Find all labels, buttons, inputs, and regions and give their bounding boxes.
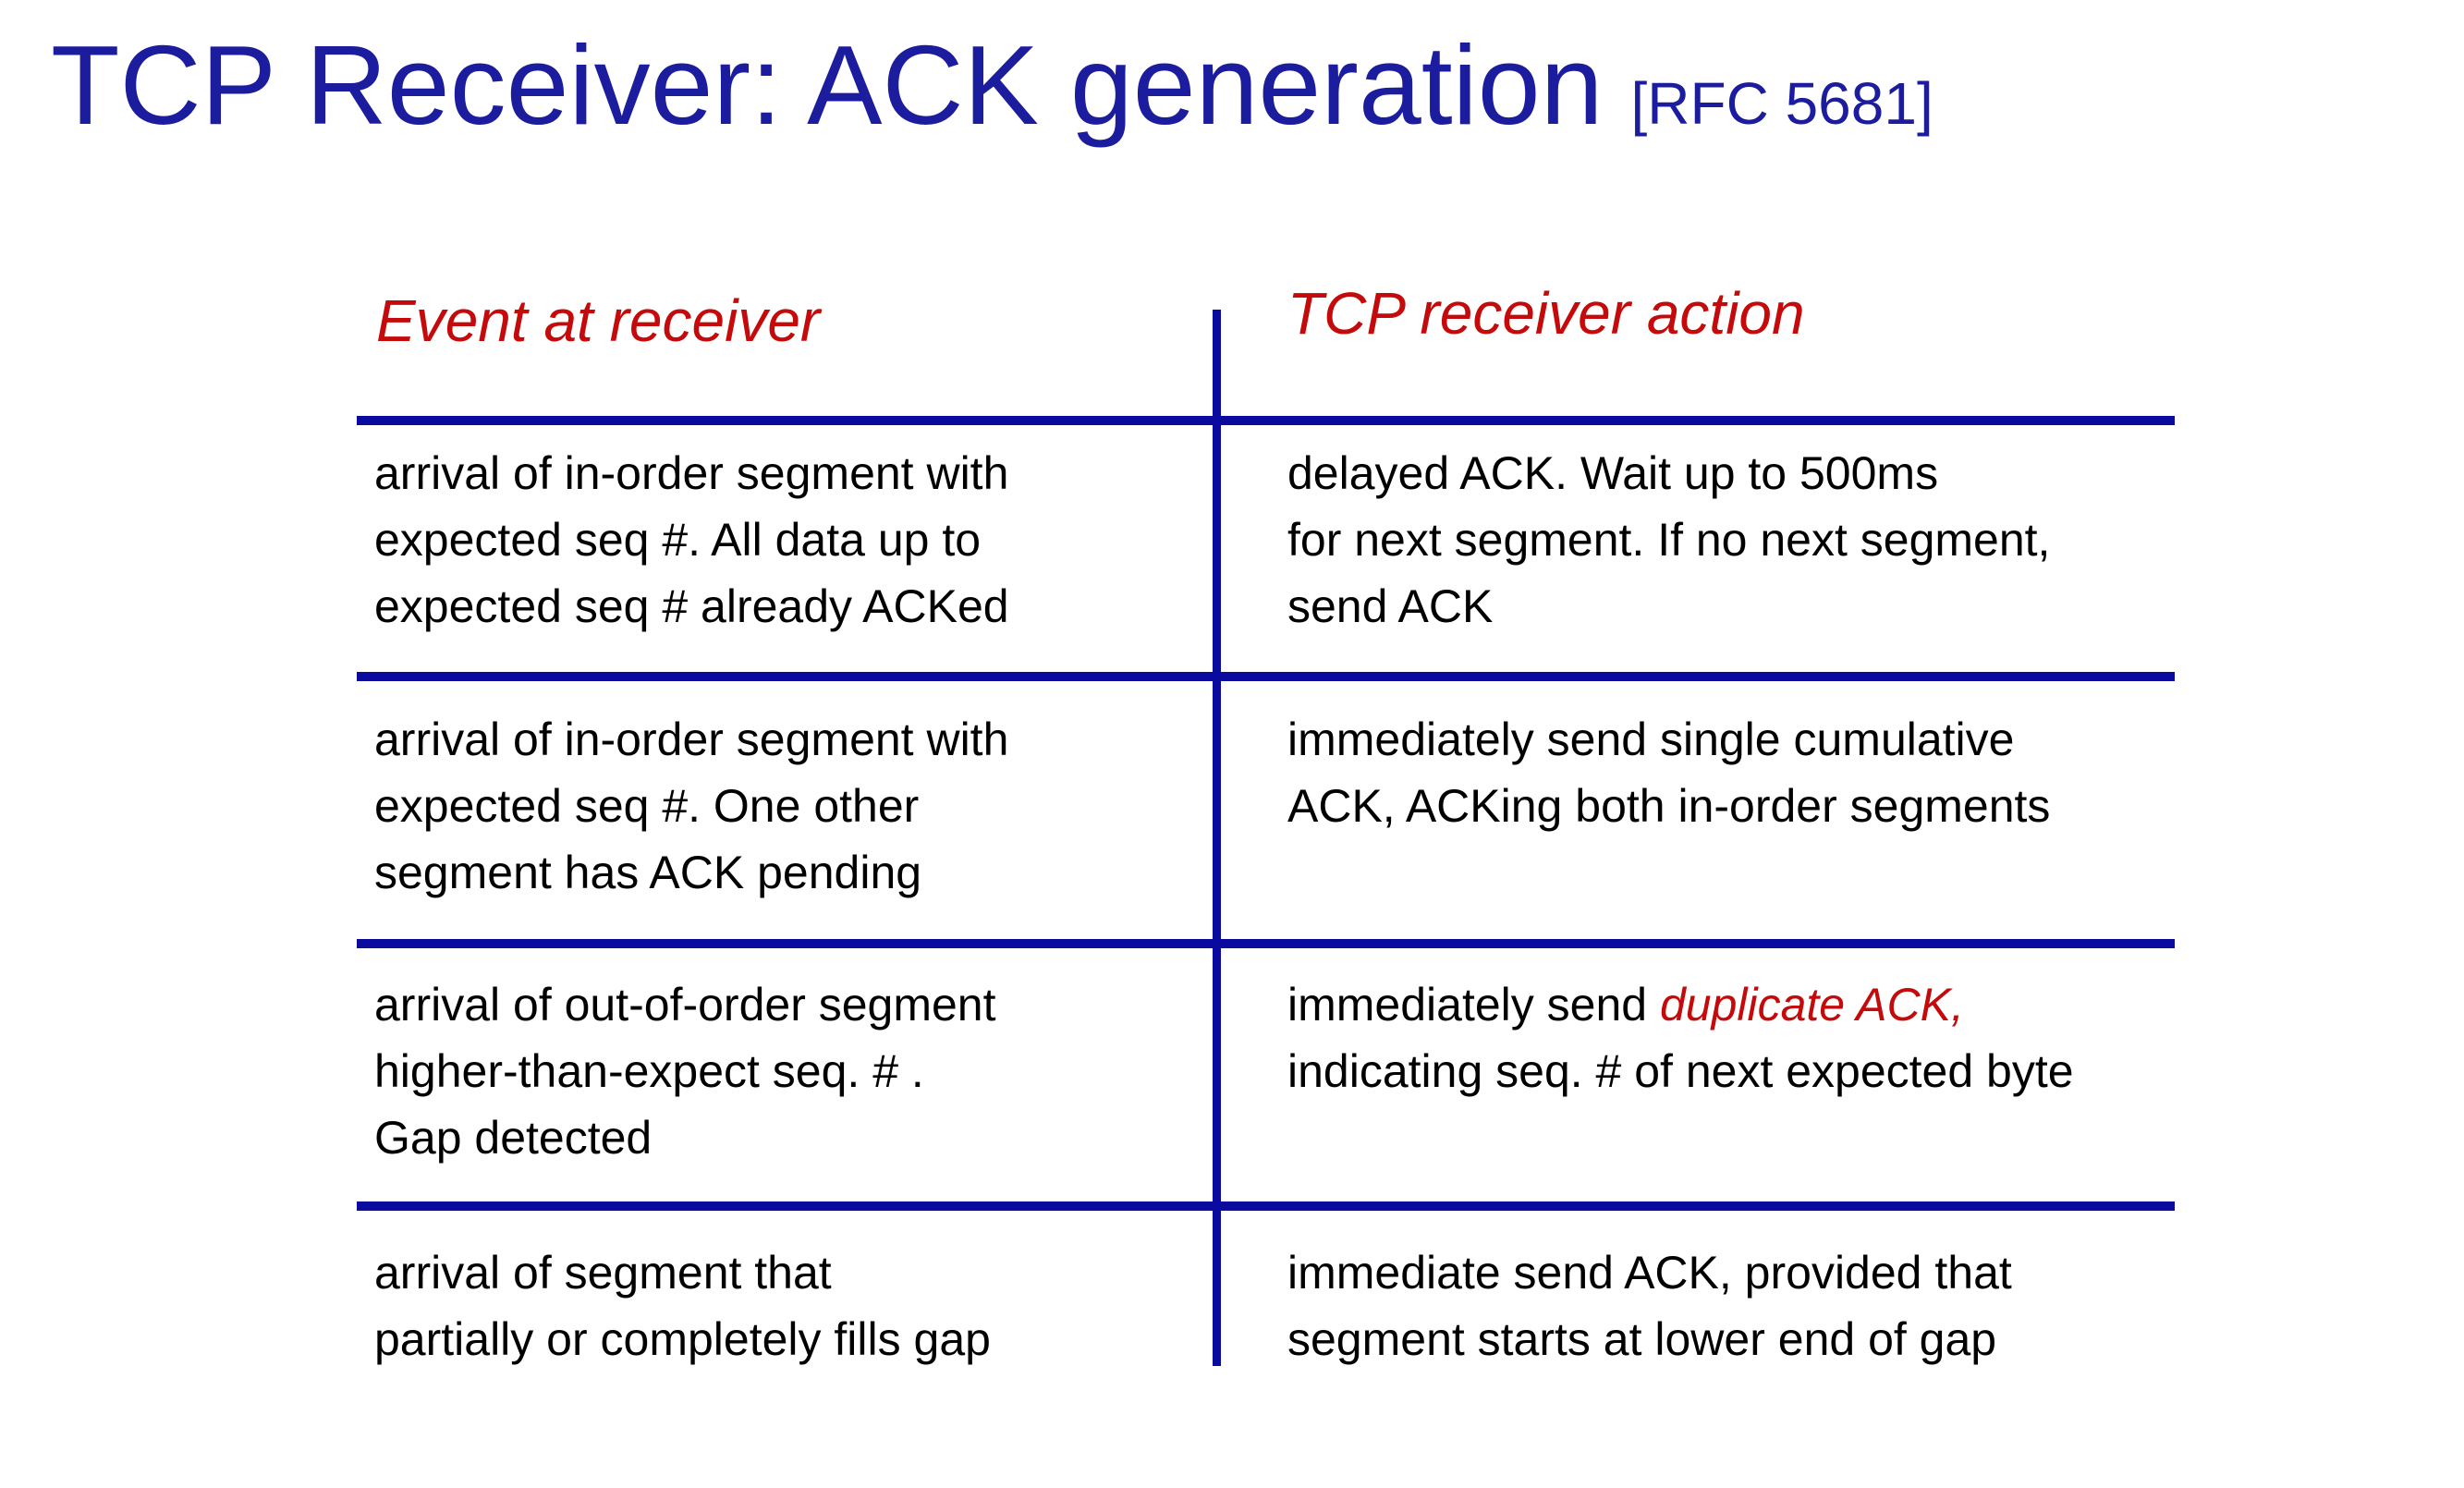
column-header-action: TCP receiver action [1287, 280, 1805, 347]
action-cell-4: immediate send ACK, provided that segmen… [1287, 1247, 2012, 1365]
event-cell-2: arrival of in-order segment with expecte… [374, 714, 1009, 898]
action-cell-3: immediately send duplicate ACK, indicati… [1287, 971, 2299, 1104]
action-cell-1: delayed ACK. Wait up to 500ms for next s… [1287, 447, 2051, 632]
column-header-event: Event at receiver [376, 287, 821, 354]
row-divider [357, 672, 2175, 681]
action-cell-2: immediately send single cumulative ACK, … [1287, 714, 2051, 832]
row-divider [357, 939, 2175, 948]
column-divider [1213, 310, 1221, 1366]
event-cell-1: arrival of in-order segment with expecte… [374, 447, 1009, 632]
page-title: TCP Receiver: ACK generation [RFC 5681] [51, 20, 1933, 150]
event-cell-4: arrival of segment that partially or com… [374, 1247, 991, 1365]
event-cell-3: arrival of out-of-order segment higher-t… [374, 979, 996, 1164]
duplicate-ack-emphasis: duplicate ACK, [1659, 979, 1964, 1031]
row-divider [357, 1201, 2175, 1211]
rfc-reference: [RFC 5681] [1630, 70, 1933, 137]
action-text-pre: immediately send [1287, 979, 1660, 1031]
page-title-text: TCP Receiver: ACK generation [51, 22, 1604, 148]
row-divider [357, 416, 2175, 425]
action-text-post: indicating seq. # of next expected byte [1287, 1045, 2074, 1097]
